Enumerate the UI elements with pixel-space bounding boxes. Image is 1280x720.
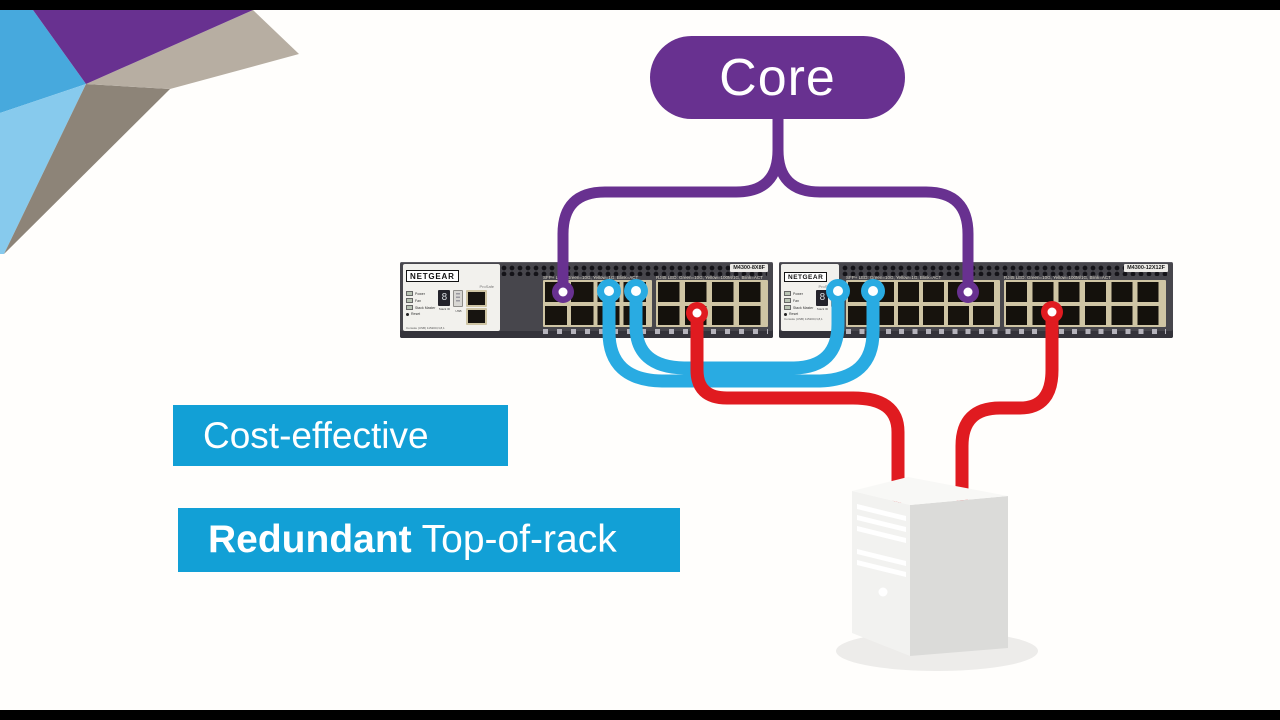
corner-lightblue-shape (0, 84, 86, 254)
led-label: Stack Master (793, 305, 814, 310)
callout-redundant-top-of-rack: Redundant Top-of-rack (178, 508, 680, 572)
stack-id-display: 8 Stack ID (816, 290, 829, 311)
led-icon (784, 291, 791, 296)
server-side-face (910, 496, 1008, 656)
core-uplink-cable-right (772, 106, 974, 298)
server-vent-slats (857, 504, 906, 577)
stacking-cable-outer (602, 285, 880, 388)
stack-id-display: 8 Stack ID (438, 290, 451, 311)
sfp-header-text: SFP+ LED: Green=10G, Yellow=1G, Blink=AC… (543, 275, 639, 280)
fan-led: Fan (784, 298, 813, 303)
switch-front-panel: NETGEAR ProSafe Power Fan Stack Master R… (403, 264, 500, 331)
led-label: Power (415, 291, 425, 296)
power-led: Power (406, 291, 435, 296)
rj45-ports-row (658, 282, 766, 302)
led-labels: Power Fan Stack Master Reset (784, 290, 813, 316)
callout-cost-effective: Cost-effective (173, 405, 508, 466)
sfp-ports-row (848, 305, 998, 325)
model-label: M4300-8X8F (730, 264, 768, 272)
reset-icon (784, 312, 787, 316)
reset-label: Reset (411, 312, 421, 316)
connector-center (604, 286, 614, 296)
reset-button: Reset (406, 312, 435, 316)
corner-decoration (0, 10, 299, 254)
stacking-cable-inner (629, 285, 845, 375)
server-tower (836, 477, 1038, 671)
cable-connectors (552, 279, 1063, 324)
usb-slot: USB (453, 290, 464, 313)
corner-tan-shape (86, 10, 299, 89)
model-label: M4300-12X12F (1124, 264, 1168, 272)
connector-center (558, 287, 568, 297)
connector-center (963, 287, 973, 297)
led-labels: Power Fan Stack Master Reset (406, 290, 435, 316)
server-top-face (852, 477, 1008, 505)
server-cable-left (690, 306, 905, 504)
callout-text: Top-of-rack (421, 518, 617, 561)
fan-led: Fan (406, 298, 435, 303)
connector-center (631, 286, 641, 296)
led-icon (784, 305, 791, 310)
corner-blue-shape (0, 10, 86, 113)
led-icon (406, 291, 413, 296)
connector-center (1047, 307, 1057, 317)
oob-rj45-port (466, 308, 488, 325)
rj45-ports-row (658, 305, 766, 325)
letterbox-bottom (0, 710, 1280, 720)
connector-center (868, 286, 878, 296)
rj45-port-block (1004, 280, 1166, 327)
server-power-button (878, 587, 888, 597)
rj45-ports-row (1006, 282, 1164, 302)
netgear-logo: NETGEAR (784, 272, 828, 282)
sfp-header-text: SFP+ LED: Green=10G, Yellow=1G, Blink=AC… (846, 275, 942, 280)
usb-label: USB (455, 309, 462, 313)
callout-text: Cost-effective (203, 414, 429, 456)
prosafe-label: ProSafe (479, 284, 494, 289)
led-label: Power (793, 291, 803, 296)
netgear-logo: NETGEAR (406, 270, 459, 282)
core-node: Core (650, 36, 905, 119)
stack-id-label: Stack ID (438, 307, 451, 311)
led-label: Fan (793, 298, 800, 303)
prosafe-label: ProSafe (818, 284, 833, 289)
stack-master-led: Stack Master (406, 305, 435, 310)
led-label: Fan (415, 298, 422, 303)
connector-center (692, 308, 702, 318)
usb-port-icon (453, 290, 464, 307)
console-rj45-port (466, 290, 488, 307)
stack-id-digit: 8 (438, 290, 451, 306)
rj45-header-text: RJ45 LED: Green=10G, Yellow=100M/1G, Bli… (656, 275, 763, 280)
power-led: Power (784, 291, 813, 296)
vent-perforations (842, 265, 1167, 276)
core-uplink-cable-left (557, 106, 784, 298)
reset-icon (406, 312, 409, 316)
rj45-port-block (656, 280, 768, 327)
port-number-strip (846, 329, 1166, 334)
console-ports (466, 290, 488, 325)
corner-gray-shape (4, 84, 170, 254)
corner-purple-shape (33, 10, 253, 84)
reset-button: Reset (784, 312, 813, 316)
vent-perforations (501, 265, 767, 276)
connector-center (833, 286, 843, 296)
led-icon (406, 298, 413, 303)
led-icon (406, 305, 413, 310)
sfp-ports-row (545, 305, 650, 325)
reset-label: Reset (789, 312, 799, 316)
rj45-header-text: RJ45 LED: Green=10G, Yellow=100M/1G, Bli… (1004, 275, 1111, 280)
console-label: Console (USB) 115200,N,8,1 (784, 317, 823, 321)
stack-id-digit: 8 (816, 290, 829, 306)
server-cable-right (955, 306, 1059, 504)
port-number-strip (543, 329, 768, 334)
console-label: Console (USB) 115200,N,8,1 (406, 326, 445, 330)
letterbox-top (0, 0, 1280, 10)
led-label: Stack Master (415, 305, 436, 310)
stack-master-led: Stack Master (784, 305, 813, 310)
stack-id-label: Stack ID (816, 307, 829, 311)
led-icon (784, 298, 791, 303)
callout-bold-text: Redundant (208, 518, 412, 561)
